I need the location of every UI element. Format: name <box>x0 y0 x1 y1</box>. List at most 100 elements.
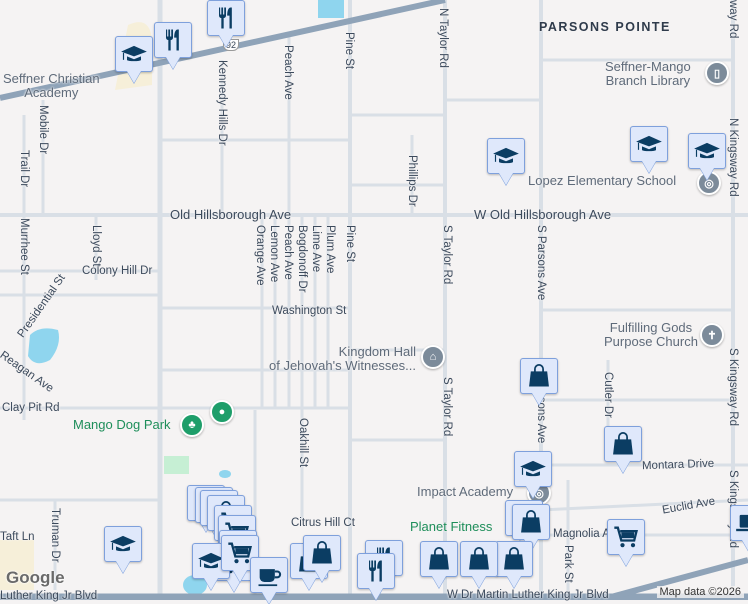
place-lopez-elementary[interactable]: Lopez Elementary School <box>528 173 677 188</box>
road-label-cutler: Cutler Dr <box>602 372 614 419</box>
road-label-kennedy: Kennedy Hills Dr <box>216 60 228 146</box>
road-label-pine-top: Pine St <box>343 32 355 70</box>
marker-school[interactable] <box>688 133 726 169</box>
fork-knife-icon <box>219 7 232 29</box>
marker-school[interactable] <box>514 451 552 487</box>
coffee-icon <box>258 569 282 587</box>
marker-cart[interactable] <box>221 535 259 571</box>
road-label-citrus-hill: Citrus Hill Ct <box>291 517 355 529</box>
road-label-truman: Truman Dr <box>49 508 61 563</box>
cart-icon <box>614 526 638 548</box>
bag-icon <box>613 432 633 455</box>
fork-knife-icon <box>166 29 179 51</box>
road-label-phillips: Phillips Dr <box>406 155 418 207</box>
place-label-line: of Jehovah's Witnesses... <box>269 358 416 373</box>
school-icon <box>121 45 147 62</box>
road-label-colony-hill: Colony Hill Dr <box>82 265 153 277</box>
road-label-s-taylor: S Taylor Rd <box>441 225 453 285</box>
marker-bag[interactable] <box>303 535 341 571</box>
road-label-lloyd: Lloyd St <box>90 225 102 267</box>
marker-bag[interactable] <box>460 541 498 577</box>
road-label-n-taylor: N Taylor Rd <box>437 8 449 68</box>
school-icon <box>636 135 662 152</box>
school-icon <box>198 552 224 569</box>
road-label-taft: Taft Ln <box>0 531 35 543</box>
fork-knife-icon <box>369 560 382 582</box>
school-icon <box>493 147 519 164</box>
road-label-orange: Orange Ave <box>254 225 266 286</box>
marker-school[interactable] <box>104 526 142 562</box>
road-label-peach-top: Peach Ave <box>282 45 294 100</box>
marker-fork-knife[interactable] <box>154 22 192 58</box>
road-label-pine: Pine St <box>344 225 356 263</box>
church-cross-icon[interactable]: ✝ <box>700 323 724 347</box>
marker-bag[interactable] <box>604 426 642 462</box>
road-label-park-st: Park St <box>562 545 574 583</box>
library-icon[interactable]: ▯ <box>705 61 729 85</box>
school-icon <box>110 535 136 552</box>
bag-icon <box>469 547 489 570</box>
place-label-line: Seffner Christian <box>3 71 100 86</box>
google-logo: Google <box>6 568 65 587</box>
road-label-s-parsons: S Parsons Ave <box>535 225 547 301</box>
road-label-mlk: W Dr Martin Luther King Jr Blvd <box>447 589 609 601</box>
road-label-peach: Peach Ave <box>282 225 294 280</box>
marker-bag[interactable] <box>495 541 533 577</box>
marker-bag[interactable] <box>520 358 558 394</box>
marker-cart[interactable] <box>607 519 645 555</box>
school-icon <box>694 142 720 159</box>
road-label-s-taylor-2: S Taylor Rd <box>441 377 453 437</box>
place-label-line: Fulfilling Gods <box>609 320 693 335</box>
place-label-line: Purpose Church <box>604 334 698 349</box>
neighborhood-label: PARSONS POINTE <box>539 20 671 34</box>
road-label-s-kingsway: S Kingsway Rd <box>727 348 739 426</box>
road-label-mlk-left: Luther King Jr Blvd <box>0 590 98 602</box>
place-label-line: Academy <box>24 85 79 100</box>
marker-fork-knife[interactable] <box>357 553 395 589</box>
bag-icon <box>312 541 332 564</box>
road-label-lemon: Lemon Ave <box>268 225 280 283</box>
bag-icon <box>429 547 449 570</box>
marker-fork-knife[interactable] <box>207 0 245 36</box>
marker-laptop[interactable] <box>730 505 748 541</box>
marker-bag[interactable] <box>512 504 550 540</box>
road-label-bogdonoff: Bogdonoff Dr <box>296 225 308 293</box>
road-label-plum: Plum Ave <box>324 225 336 274</box>
road-label-n-kingsway: N Kingsway Rd <box>727 118 739 197</box>
marker-school[interactable] <box>487 138 525 174</box>
place-mango-dog-park[interactable]: Mango Dog Park <box>73 417 171 432</box>
laptop-icon <box>736 514 748 532</box>
road-label-montara: Montara Drive <box>641 457 715 473</box>
road-label-mobile: Mobile Dr <box>37 105 49 155</box>
road-label-washington: Washington St <box>272 305 347 317</box>
road-label-murrhee: Murrhee St <box>18 218 30 275</box>
place-label-line: Branch Library <box>605 73 691 88</box>
road-label-lime: Lime Ave <box>310 225 322 273</box>
cart-icon <box>228 542 252 564</box>
place-impact-academy[interactable]: Impact Academy <box>417 484 514 499</box>
road-label-magnolia: Magnolia A <box>553 528 610 540</box>
place-of-worship-icon[interactable]: ⌂ <box>421 345 445 369</box>
park-pin-icon[interactable]: ● <box>210 400 234 424</box>
place-label-line: Seffner-Mango <box>605 59 691 74</box>
road-label-old-hillsborough: Old Hillsborough Ave <box>170 207 292 222</box>
tree-park-icon[interactable]: ♣ <box>180 413 204 437</box>
road-label-clay-pit: Clay Pit Rd <box>2 402 60 414</box>
marker-coffee[interactable] <box>250 557 288 593</box>
road-label-w-old-hillsborough: W Old Hillsborough Ave <box>474 207 612 222</box>
map-attribution[interactable]: Map data ©2026 <box>656 586 744 598</box>
marker-school[interactable] <box>630 126 668 162</box>
school-icon <box>520 460 546 477</box>
marker-school[interactable] <box>115 36 153 72</box>
road-label-oakhill: Oakhill St <box>297 418 309 468</box>
bag-icon <box>529 364 549 387</box>
marker-bag[interactable] <box>420 541 458 577</box>
road-label-n-kingsway-top: way Rd <box>727 0 739 39</box>
place-planet-fitness[interactable]: Planet Fitness <box>410 519 493 534</box>
